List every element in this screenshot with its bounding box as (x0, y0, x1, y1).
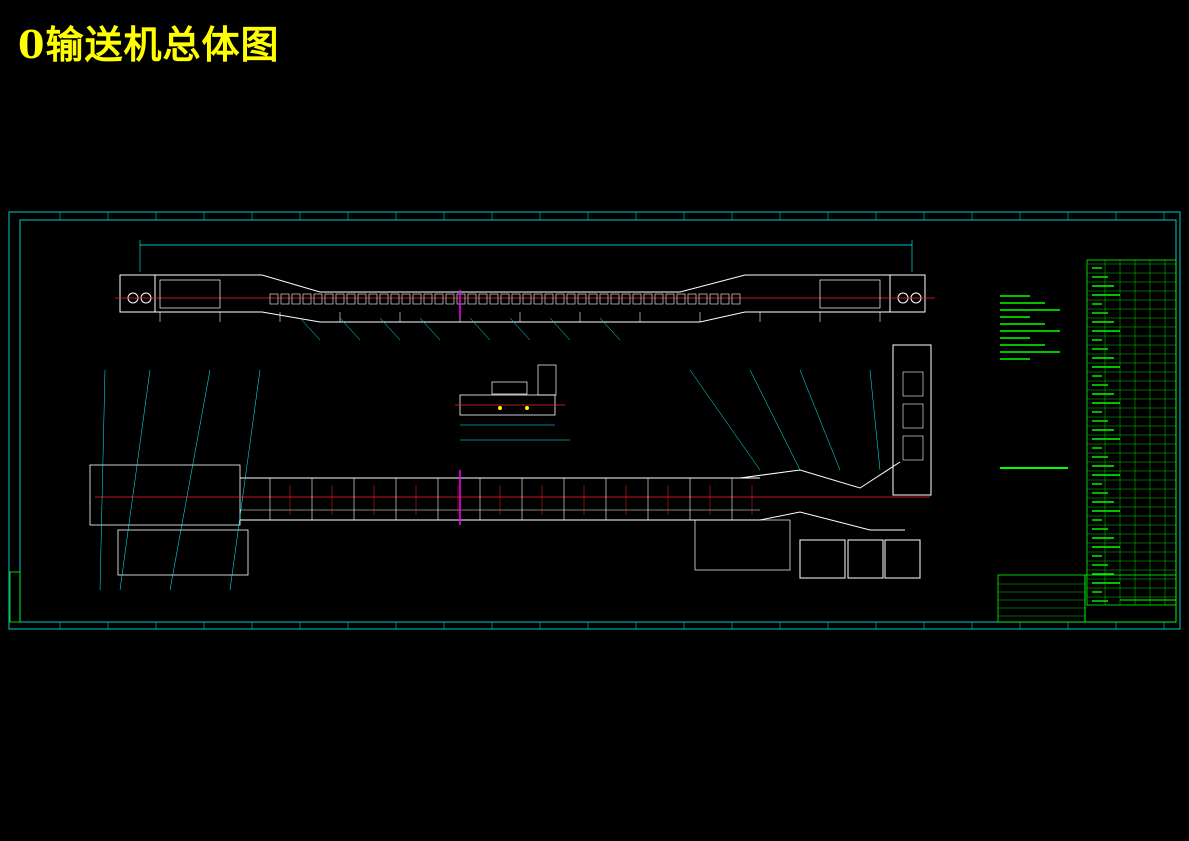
drawing-frame (8, 211, 1181, 630)
detail-view (455, 364, 570, 441)
plan-view (89, 344, 932, 591)
left-side-marker (9, 571, 21, 623)
drawing-title: 0输送机总体图 (18, 22, 280, 67)
technical-notes (1000, 295, 1060, 360)
title-block (997, 574, 1177, 623)
top-elevation-view (115, 240, 935, 341)
parts-table (1086, 259, 1177, 606)
